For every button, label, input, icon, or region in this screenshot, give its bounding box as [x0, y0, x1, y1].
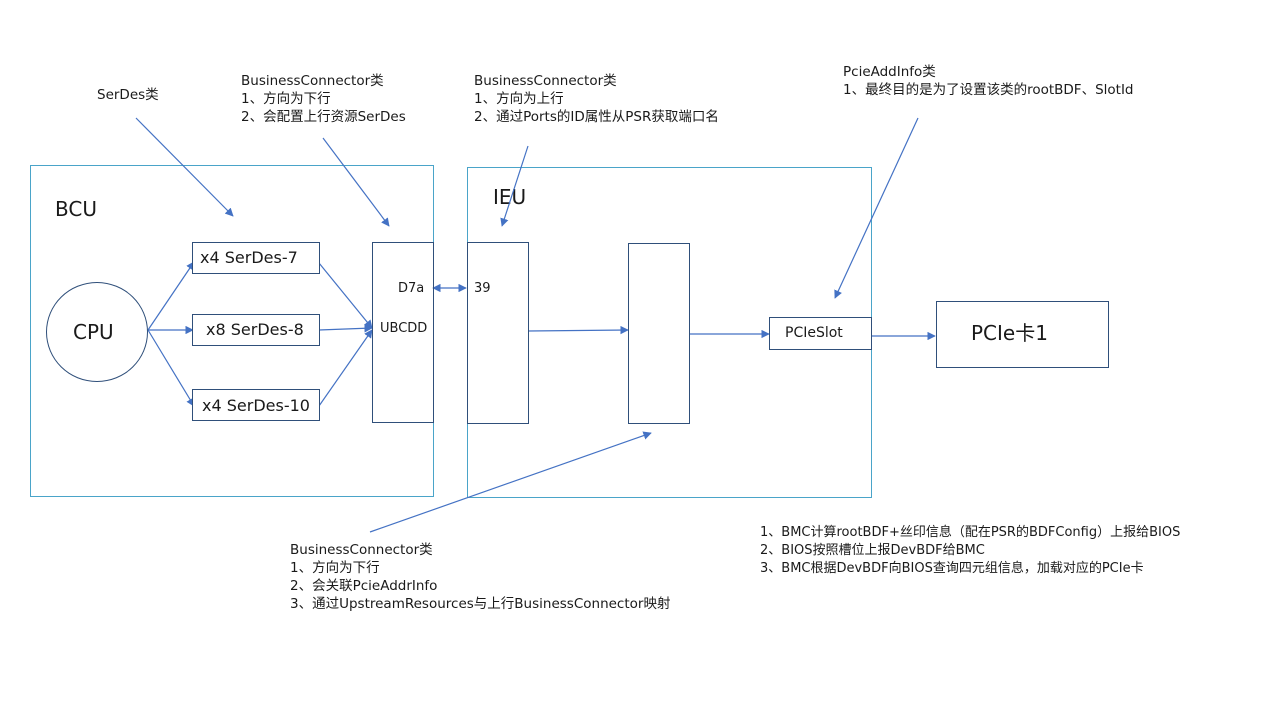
pcie-add-info-line-1: 1、最终目的是为了设置该类的rootBDF、SlotId [843, 82, 1134, 98]
bmc-flow-line-2: 2、BIOS按照槽位上报DevBDF给BMC [760, 543, 985, 558]
bc-up-line-1: 1、方向为上行 [474, 91, 564, 107]
callout-bc-up [500, 145, 529, 227]
bc-up-note: BusinessConnector类 1、方向为上行 2、通过Ports的ID属… [474, 72, 719, 126]
bcu-label: BCU [55, 197, 97, 221]
serdes-8-box [192, 314, 320, 346]
bc-down-title: BusinessConnector类 [241, 73, 384, 89]
cpu-label: CPU [73, 320, 114, 344]
arrow-serdes7-ubcdd [318, 262, 373, 329]
callout-bc-down [322, 137, 390, 227]
serdes-8-label: x8 SerDes-8 [206, 320, 304, 339]
cpu-node [46, 282, 148, 382]
pcie-card-label: PCIe卡1 [971, 321, 1048, 345]
serdes-10-box [192, 389, 320, 421]
callout-bc-bottom [369, 431, 652, 533]
serdes-10-label: x4 SerDes-10 [202, 396, 310, 415]
serdes-class-note: SerDes类 [97, 86, 159, 104]
bmc-flow-line-3: 3、BMC根据DevBDF向BIOS查询四元组信息，加载对应的PCIe卡 [760, 561, 1144, 576]
pcie-slot-label: PCIeSlot [785, 325, 843, 341]
ieu-label: IEU [493, 185, 527, 209]
arrow-39-mid [527, 325, 629, 335]
callout-pcie-add-info [834, 117, 919, 299]
arrow-cpu-serdes10 [147, 329, 195, 407]
bc-up-line-2: 2、通过Ports的ID属性从PSR获取端口名 [474, 109, 719, 125]
arrow-serdes10-ubcdd [318, 329, 373, 407]
bc-down-line-1: 1、方向为下行 [241, 91, 331, 107]
pcie-slot-box [769, 317, 872, 350]
bc-up-title: BusinessConnector类 [474, 73, 617, 89]
serdes-class-title: SerDes类 [97, 87, 159, 103]
pcie-card-box [936, 301, 1109, 368]
arrow-serdes8-ubcdd [318, 324, 373, 333]
bc-bottom-note: BusinessConnector类 1、方向为下行 2、会关联PcieAddr… [290, 541, 670, 613]
ieu-middle-box [628, 243, 690, 424]
bmc-flow-note: 1、BMC计算rootBDF+丝印信息（配在PSR的BDFConfig）上报给B… [760, 524, 1180, 578]
serdes-7-label: x4 SerDes-7 [200, 248, 298, 267]
ubcdd-box [372, 242, 434, 423]
pcie-add-info-note: PcieAddInfo类 1、最终目的是为了设置该类的rootBDF、SlotI… [843, 63, 1134, 99]
bc-down-line-2: 2、会配置上行资源SerDes [241, 109, 406, 125]
callout-serdes [135, 117, 234, 217]
arrow-cpu-serdes7 [147, 261, 195, 331]
port-39-label: 39 [474, 281, 491, 296]
bc-bottom-title: BusinessConnector类 [290, 542, 433, 558]
ubcdd-label: UBCDD [380, 321, 428, 336]
bc-down-note: BusinessConnector类 1、方向为下行 2、会配置上行资源SerD… [241, 72, 406, 126]
bc-bottom-line-3: 3、通过UpstreamResources与上行BusinessConnecto… [290, 596, 671, 612]
bmc-flow-line-1: 1、BMC计算rootBDF+丝印信息（配在PSR的BDFConfig）上报给B… [760, 525, 1181, 540]
bc-bottom-line-1: 1、方向为下行 [290, 560, 380, 576]
d7a-label: D7a [398, 281, 425, 296]
serdes-7-box [192, 242, 320, 274]
port-39-box [467, 242, 529, 424]
bc-bottom-line-2: 2、会关联PcieAddrInfo [290, 578, 438, 594]
pcie-add-info-title: PcieAddInfo类 [843, 64, 936, 80]
